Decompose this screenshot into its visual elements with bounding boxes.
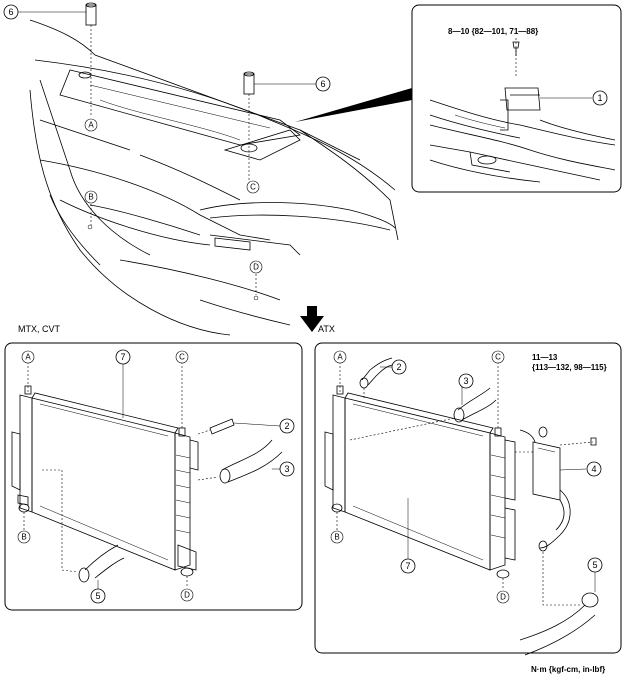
ref-c-right: C — [491, 350, 505, 364]
panel-mtx-cvt — [4, 342, 303, 611]
svg-text:B: B — [21, 533, 26, 542]
svg-text:1: 1 — [597, 93, 602, 103]
svg-text:A: A — [25, 353, 31, 362]
svg-text:3: 3 — [463, 376, 468, 386]
svg-text:6: 6 — [320, 79, 325, 89]
callout-7-left: 7 — [115, 349, 131, 365]
callout-6-left: 6 — [3, 4, 19, 20]
svg-text:C: C — [179, 353, 185, 362]
svg-text:D: D — [500, 593, 506, 602]
svg-text:5: 5 — [592, 560, 597, 570]
svg-text:B: B — [334, 533, 339, 542]
callout-7-right: 7 — [400, 558, 416, 574]
callout-3-right: 3 — [458, 373, 474, 389]
callout-5-right: 5 — [587, 557, 603, 573]
panel-right-title: ATX — [318, 324, 335, 334]
ref-a-right: A — [333, 350, 347, 364]
detail-inset: 8—10 {82—101, 71—88} 1 — [411, 4, 622, 193]
callout-2-left: 2 — [279, 418, 295, 434]
vehicle-front-illustration — [29, 19, 399, 336]
ref-a-top: A — [84, 118, 98, 132]
svg-text:A: A — [337, 353, 343, 362]
svg-text:2: 2 — [396, 362, 401, 372]
ref-b-left: B — [17, 530, 31, 544]
torque-spec-top: 8—10 {82—101, 71—88} — [448, 27, 538, 36]
callout-5-left: 5 — [90, 588, 106, 604]
svg-text:11—13: 11—13 — [532, 353, 558, 362]
ref-d-left: D — [180, 588, 194, 602]
ref-b-right: B — [330, 530, 344, 544]
svg-text:D: D — [184, 591, 190, 600]
svg-text:3: 3 — [284, 464, 289, 474]
svg-text:7: 7 — [120, 352, 125, 362]
clip-part-6-right — [243, 71, 316, 180]
detail-pointer-wedge — [295, 88, 412, 122]
callout-3-left: 3 — [279, 461, 295, 477]
svg-text:C: C — [495, 353, 501, 362]
ref-d-top: D — [249, 260, 263, 274]
svg-text:4: 4 — [591, 464, 596, 474]
callout-1: 1 — [592, 90, 608, 106]
svg-text:C: C — [250, 183, 256, 192]
svg-text:{113—132, 98—115}: {113—132, 98—115} — [532, 363, 607, 372]
svg-text:B: B — [88, 193, 93, 202]
panel-left-title: MTX, CVT — [18, 324, 61, 334]
units-note: N·m {kgf-cm, in-lbf} — [531, 665, 605, 674]
callout-4: 4 — [586, 461, 602, 477]
svg-text:7: 7 — [405, 561, 410, 571]
ref-a-left: A — [21, 350, 35, 364]
svg-text:A: A — [88, 121, 94, 130]
clip-part-6-left — [18, 2, 97, 115]
ref-c-left: C — [175, 350, 189, 364]
svg-text:D: D — [253, 263, 259, 272]
callout-6-right: 6 — [315, 76, 331, 92]
torque-spec-atx: 11—13 {113—132, 98—115} — [532, 353, 607, 372]
svg-text:5: 5 — [95, 591, 100, 601]
svg-text:2: 2 — [284, 421, 289, 431]
svg-text:6: 6 — [8, 7, 13, 17]
panel-atx — [314, 342, 622, 656]
ref-d-right: D — [496, 590, 510, 604]
ref-b-top: B — [84, 190, 98, 204]
down-arrow — [300, 306, 324, 332]
callout-2-right: 2 — [391, 359, 407, 375]
ref-c-top: C — [246, 180, 260, 194]
